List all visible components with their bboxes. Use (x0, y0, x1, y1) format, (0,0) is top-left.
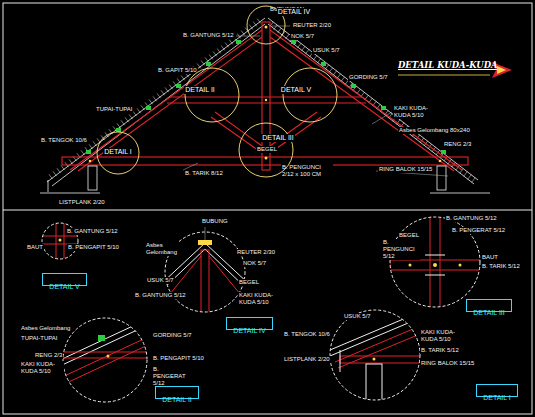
detail-label: DETAIL II (161, 396, 193, 404)
detail-circle: DETAIL III (238, 122, 294, 178)
part-label: B. TARIK 8/12 (184, 170, 224, 177)
detail-label: DETAIL I (482, 394, 512, 402)
part-label: Asbes Gelombang (145, 242, 181, 256)
sheet-divider (3, 210, 532, 211)
bolts (89, 26, 442, 163)
part-label: RENG 2/3 (443, 141, 472, 148)
detail-ii-drawing (60, 318, 150, 386)
part-label: RENG 2/3 (34, 352, 63, 359)
detail-title-box: DETAIL I (476, 384, 518, 397)
detail-title-box: DETAIL IV (226, 317, 273, 330)
detail-label: DETAIL III (261, 134, 295, 142)
gording-purlins (86, 40, 446, 154)
part-label: BAUT (26, 244, 44, 251)
detail-label: DETAIL III (472, 309, 506, 317)
part-label: REUTER 2/20 (292, 22, 332, 29)
part-label: B. GANTUNG 5/12 (134, 292, 187, 299)
part-label: B. GANTUNG 5/12 (66, 228, 119, 235)
detail-circle: DETAIL V (282, 67, 338, 123)
detail-circle: DETAIL II (184, 67, 240, 123)
part-label: KAKI KUDA-KUDA 5/10 (420, 329, 470, 343)
detail-circle: DETAIL IV (246, 5, 286, 45)
part-label: BEGEL (238, 279, 260, 286)
part-label: B. GANTUNG 5/12 (445, 215, 498, 222)
detail-circle (63, 318, 147, 402)
detail-title-box: DETAIL III (466, 299, 512, 312)
part-label: NOK 5/7 (290, 33, 315, 40)
part-label: BAUT (481, 254, 499, 261)
circle-outline (282, 67, 338, 123)
roof-sheet (47, 18, 478, 186)
part-label: B. TENGOK 10/6 (40, 137, 88, 144)
part-label: LISTPLANK 2/20 (283, 356, 331, 363)
walls (40, 166, 490, 193)
detail-label: DETAIL IV (277, 8, 311, 16)
detail-title-box: DETAIL V (42, 273, 87, 286)
part-label: B. TENGOK 10/6 (283, 331, 331, 338)
part-label: BEGEL (256, 146, 278, 153)
detail-i-drawing (330, 312, 420, 404)
detail-label: DETAIL IV (232, 327, 266, 335)
detail-circle: DETAIL I (96, 131, 140, 175)
part-label: USUK 5/7 (146, 277, 175, 284)
part-label: B. PENGERAT 5/12 (451, 227, 506, 234)
part-label: USUK 5/7 (312, 47, 341, 54)
detail-label: DETAIL I (103, 148, 133, 156)
detail-label: DETAIL II (184, 86, 216, 94)
part-label: KAKI KUDA-KUDA 5/10 (238, 292, 288, 306)
part-label: REUTER 2/30 (236, 249, 276, 256)
part-label: B. PENGAPIT 5/10 (152, 355, 205, 362)
part-label: RING BALOK 15/15 (378, 166, 433, 173)
part-label: Asbes Gelombang 80x240 (398, 127, 471, 134)
sheet-frame (3, 3, 532, 414)
part-label: KAKI KUDA-KUDA 5/10 (20, 361, 64, 375)
detail-label: DETAIL V (280, 86, 312, 94)
detail-label: DETAIL V (48, 283, 80, 291)
part-label: B. PENGERAT 5/12 (152, 366, 188, 387)
detail-circle (330, 310, 420, 400)
circle-outline (238, 122, 294, 178)
part-label: NOK 5/7 (242, 260, 267, 267)
part-label: BEGEL (398, 232, 420, 239)
part-label: B. GANTUNG 5/12 (182, 32, 235, 39)
part-label: B. TARIK 5/12 (420, 347, 460, 354)
part-label: B. GAPIT 5/10 (157, 67, 198, 74)
part-label: GORDING 5/7 (348, 74, 389, 81)
part-label: TUPAI-TUPAI (20, 335, 58, 342)
part-label: KAKI KUDA-KUDA 5/10 (393, 105, 443, 119)
part-label: GORDING 5/7 (152, 332, 193, 339)
part-label: TUPAI-TUPAI (95, 106, 133, 113)
part-label: LISTPLANK 2/20 (58, 199, 106, 206)
part-label: B. TARIK 5/12 (481, 263, 521, 270)
part-label: BUBUNG (201, 218, 229, 225)
part-label: USUK 5/7 (343, 313, 372, 320)
part-label: B. PENGUNCI 2/12 x 100 CM (281, 164, 333, 178)
circle-outline (184, 67, 240, 123)
drawing-title: DETAIL KUDA-KUDA (398, 60, 498, 70)
part-label: Asbes Gelombang (20, 325, 71, 332)
detail-title-box: DETAIL II (155, 386, 199, 399)
part-label: B. PENGUNCI 5/12 (382, 239, 420, 260)
part-label: RING BALOK 15/15 (420, 360, 475, 367)
part-label: B. PENGAPIT 5/10 (67, 244, 120, 251)
